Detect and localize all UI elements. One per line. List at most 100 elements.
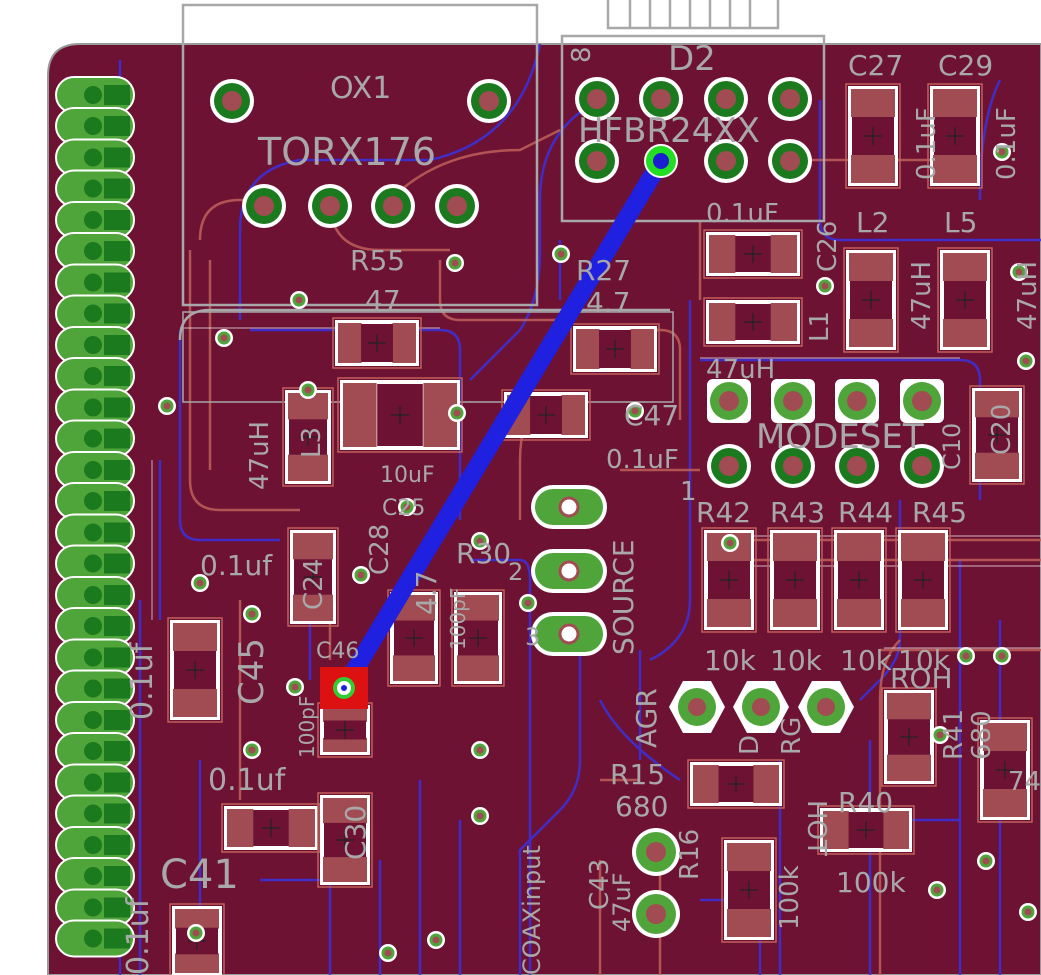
via: [379, 944, 397, 962]
through-hole-pad[interactable]: [707, 379, 751, 423]
silk-label-k2: 10k: [770, 644, 823, 677]
smd-component[interactable]: [221, 803, 321, 853]
edge-connector[interactable]: [55, 76, 135, 958]
silk-label-c29: C29: [938, 49, 993, 82]
silk-label-l3v: 47uH: [245, 421, 275, 490]
through-hole-pad[interactable]: [707, 444, 751, 488]
smd-component[interactable]: [881, 687, 937, 787]
source-header-pad[interactable]: [531, 485, 607, 529]
through-hole-pad[interactable]: [768, 139, 812, 183]
through-hole-pad[interactable]: [308, 184, 352, 228]
through-hole-pad[interactable]: [435, 184, 479, 228]
smd-component[interactable]: [767, 527, 823, 633]
edge-connector-pad[interactable]: [55, 732, 135, 770]
silk-label-c25: C25: [382, 496, 425, 521]
through-hole-pad[interactable]: [768, 77, 812, 121]
edge-connector-pad[interactable]: [55, 263, 135, 302]
smd-component[interactable]: [703, 229, 803, 279]
silk-label-r15v: 680: [615, 790, 668, 823]
silk-label-r30: R30: [456, 537, 511, 570]
through-hole-pad[interactable]: [835, 379, 879, 423]
smd-component[interactable]: [337, 377, 463, 453]
through-hole-pad[interactable]: [242, 184, 286, 228]
through-hole-pad[interactable]: [632, 828, 680, 876]
smd-component[interactable]: [721, 837, 777, 943]
edge-connector-pad[interactable]: [55, 451, 135, 489]
smd-component[interactable]: [969, 385, 1025, 485]
smd-component[interactable]: [317, 702, 373, 758]
edge-connector-pad[interactable]: [55, 513, 135, 552]
smd-components[interactable]: [167, 83, 1033, 975]
silk-label-r41v: 680: [967, 710, 997, 760]
silk-label-r16v: 100k: [775, 865, 805, 930]
edge-connector-pad[interactable]: [55, 638, 135, 677]
smd-component[interactable]: [687, 759, 785, 809]
source-header-pad[interactable]: [531, 549, 607, 593]
smd-component[interactable]: [287, 527, 339, 627]
through-hole-pad[interactable]: [632, 890, 680, 938]
edge-connector-pad[interactable]: [55, 201, 135, 239]
edge-connector-pad[interactable]: [55, 857, 135, 895]
source-header-pad[interactable]: [531, 612, 607, 656]
smd-component[interactable]: [843, 247, 899, 353]
selected-trace[interactable]: [335, 152, 670, 697]
smd-component[interactable]: [167, 617, 223, 723]
edge-connector-pad[interactable]: [55, 357, 135, 395]
through-hole-pad[interactable]: [771, 444, 815, 488]
via: [398, 498, 416, 516]
edge-connector-pad[interactable]: [55, 107, 135, 145]
silk-label-r30v: 4.7: [410, 570, 443, 615]
smd-component[interactable]: [977, 717, 1033, 823]
edge-connector-pad[interactable]: [55, 826, 135, 864]
through-hole-pad[interactable]: [798, 681, 854, 733]
smd-component[interactable]: [845, 83, 901, 189]
smd-component[interactable]: [332, 317, 422, 369]
selected-net[interactable]: [320, 144, 678, 709]
edge-connector-pad[interactable]: [55, 138, 135, 177]
through-hole-pad[interactable]: [467, 79, 511, 123]
through-hole-pad[interactable]: [704, 77, 748, 121]
silk-label-p3: 3: [525, 623, 540, 651]
silk-label-l2v: 47uH: [907, 261, 937, 330]
through-hole-pad[interactable]: [575, 77, 619, 121]
through-hole-pad[interactable]: [669, 681, 725, 733]
through-hole-pad[interactable]: [210, 79, 254, 123]
silk-label-c30: C30: [339, 805, 372, 860]
silk-label-src: SOURCE: [607, 539, 640, 655]
silk-label-k3: 10k: [840, 644, 893, 677]
smd-component[interactable]: [317, 792, 373, 888]
silk-label-c46v: 100pF: [295, 696, 319, 758]
through-hole-pads[interactable]: [210, 77, 944, 938]
via: [993, 143, 1011, 161]
smd-component[interactable]: [282, 387, 334, 487]
smd-component[interactable]: [937, 247, 993, 353]
edge-connector-pad[interactable]: [55, 794, 135, 833]
edge-connector-pad[interactable]: [55, 919, 135, 958]
smd-component[interactable]: [831, 527, 887, 633]
smd-component[interactable]: [927, 83, 983, 189]
through-hole-pad[interactable]: [371, 184, 415, 228]
edge-connector-pad[interactable]: [55, 669, 135, 708]
smd-component[interactable]: [703, 297, 803, 347]
through-hole-pad[interactable]: [733, 681, 789, 733]
edge-connector-pad[interactable]: [55, 482, 135, 520]
through-hole-pad[interactable]: [900, 444, 944, 488]
smd-component[interactable]: [817, 805, 915, 855]
through-hole-pad[interactable]: [900, 379, 944, 423]
smd-component[interactable]: [451, 589, 505, 687]
through-hole-pad[interactable]: [575, 139, 619, 183]
edge-connector-pad[interactable]: [55, 888, 135, 927]
through-hole-pad[interactable]: [639, 77, 683, 121]
through-hole-pad[interactable]: [704, 139, 748, 183]
through-hole-pad[interactable]: [771, 379, 815, 423]
edge-connector-pad[interactable]: [55, 169, 135, 208]
edge-connector-pad[interactable]: [55, 294, 135, 333]
silk-label-l1v: 47uH: [706, 355, 775, 385]
silk-label-r16: R16: [675, 829, 705, 880]
silk-label-r15: R15: [610, 758, 665, 791]
smd-component[interactable]: [570, 323, 660, 375]
edge-connector-pad[interactable]: [55, 326, 135, 364]
smd-component[interactable]: [895, 527, 951, 633]
through-hole-pad[interactable]: [835, 444, 879, 488]
